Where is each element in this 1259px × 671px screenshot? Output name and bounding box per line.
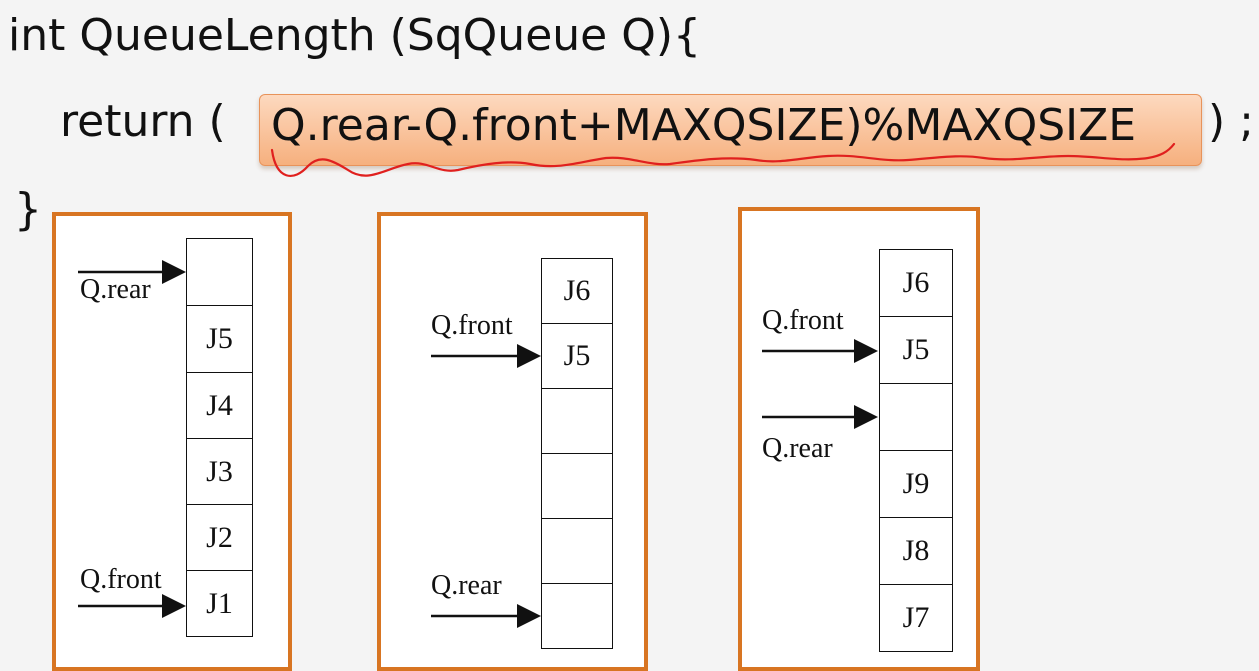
arrow-icon bbox=[78, 260, 186, 284]
pointer-label-front: Q.front bbox=[762, 305, 844, 336]
queue-cell: J5 bbox=[541, 323, 613, 389]
arrow-icon bbox=[431, 344, 541, 368]
queue-diagram-3: J6 J5 J9 J8 J7 Q.front Q.rear bbox=[738, 207, 980, 671]
queue-cell: J3 bbox=[186, 438, 253, 505]
queue-cell: J5 bbox=[879, 316, 953, 384]
function-signature: int QueueLength (SqQueue Q){ bbox=[8, 10, 701, 61]
queue-cell: J6 bbox=[879, 249, 953, 317]
closing-brace: } bbox=[14, 184, 42, 235]
pointer-label-front: Q.front bbox=[80, 564, 162, 595]
highlighted-expression: Q.rear-Q.front+MAXQSIZE)%MAXQSIZE bbox=[271, 100, 1137, 151]
queue-cell: J8 bbox=[879, 517, 953, 585]
closing-paren-semicolon: ) ; bbox=[1208, 96, 1254, 147]
queue-cell: J7 bbox=[879, 584, 953, 652]
queue-cell bbox=[541, 453, 613, 519]
queue-cell bbox=[541, 518, 613, 584]
queue-diagram-2: J6 J5 Q.front Q.rear bbox=[377, 212, 648, 671]
queue-cell: J2 bbox=[186, 504, 253, 571]
arrow-icon bbox=[762, 405, 878, 429]
queue-cell bbox=[879, 383, 953, 451]
queue-cell: J1 bbox=[186, 570, 253, 637]
queue-cell bbox=[541, 388, 613, 454]
queue-diagram-1: J5 J4 J3 J2 J1 Q.rear Q.front bbox=[52, 212, 292, 671]
arrow-icon bbox=[431, 604, 541, 628]
queue-cell: J4 bbox=[186, 372, 253, 439]
queue-cell: J6 bbox=[541, 258, 613, 324]
queue-cell bbox=[186, 238, 253, 306]
queue-cell bbox=[541, 583, 613, 649]
pointer-label-rear: Q.rear bbox=[80, 274, 151, 305]
arrow-icon bbox=[78, 594, 186, 618]
return-keyword: return ( bbox=[60, 96, 226, 147]
pointer-label-rear: Q.rear bbox=[431, 570, 502, 601]
arrow-icon bbox=[762, 339, 878, 363]
queue-cell: J9 bbox=[879, 450, 953, 518]
pointer-label-front: Q.front bbox=[431, 310, 513, 341]
queue-cell: J5 bbox=[186, 305, 253, 373]
pointer-label-rear: Q.rear bbox=[762, 433, 833, 464]
